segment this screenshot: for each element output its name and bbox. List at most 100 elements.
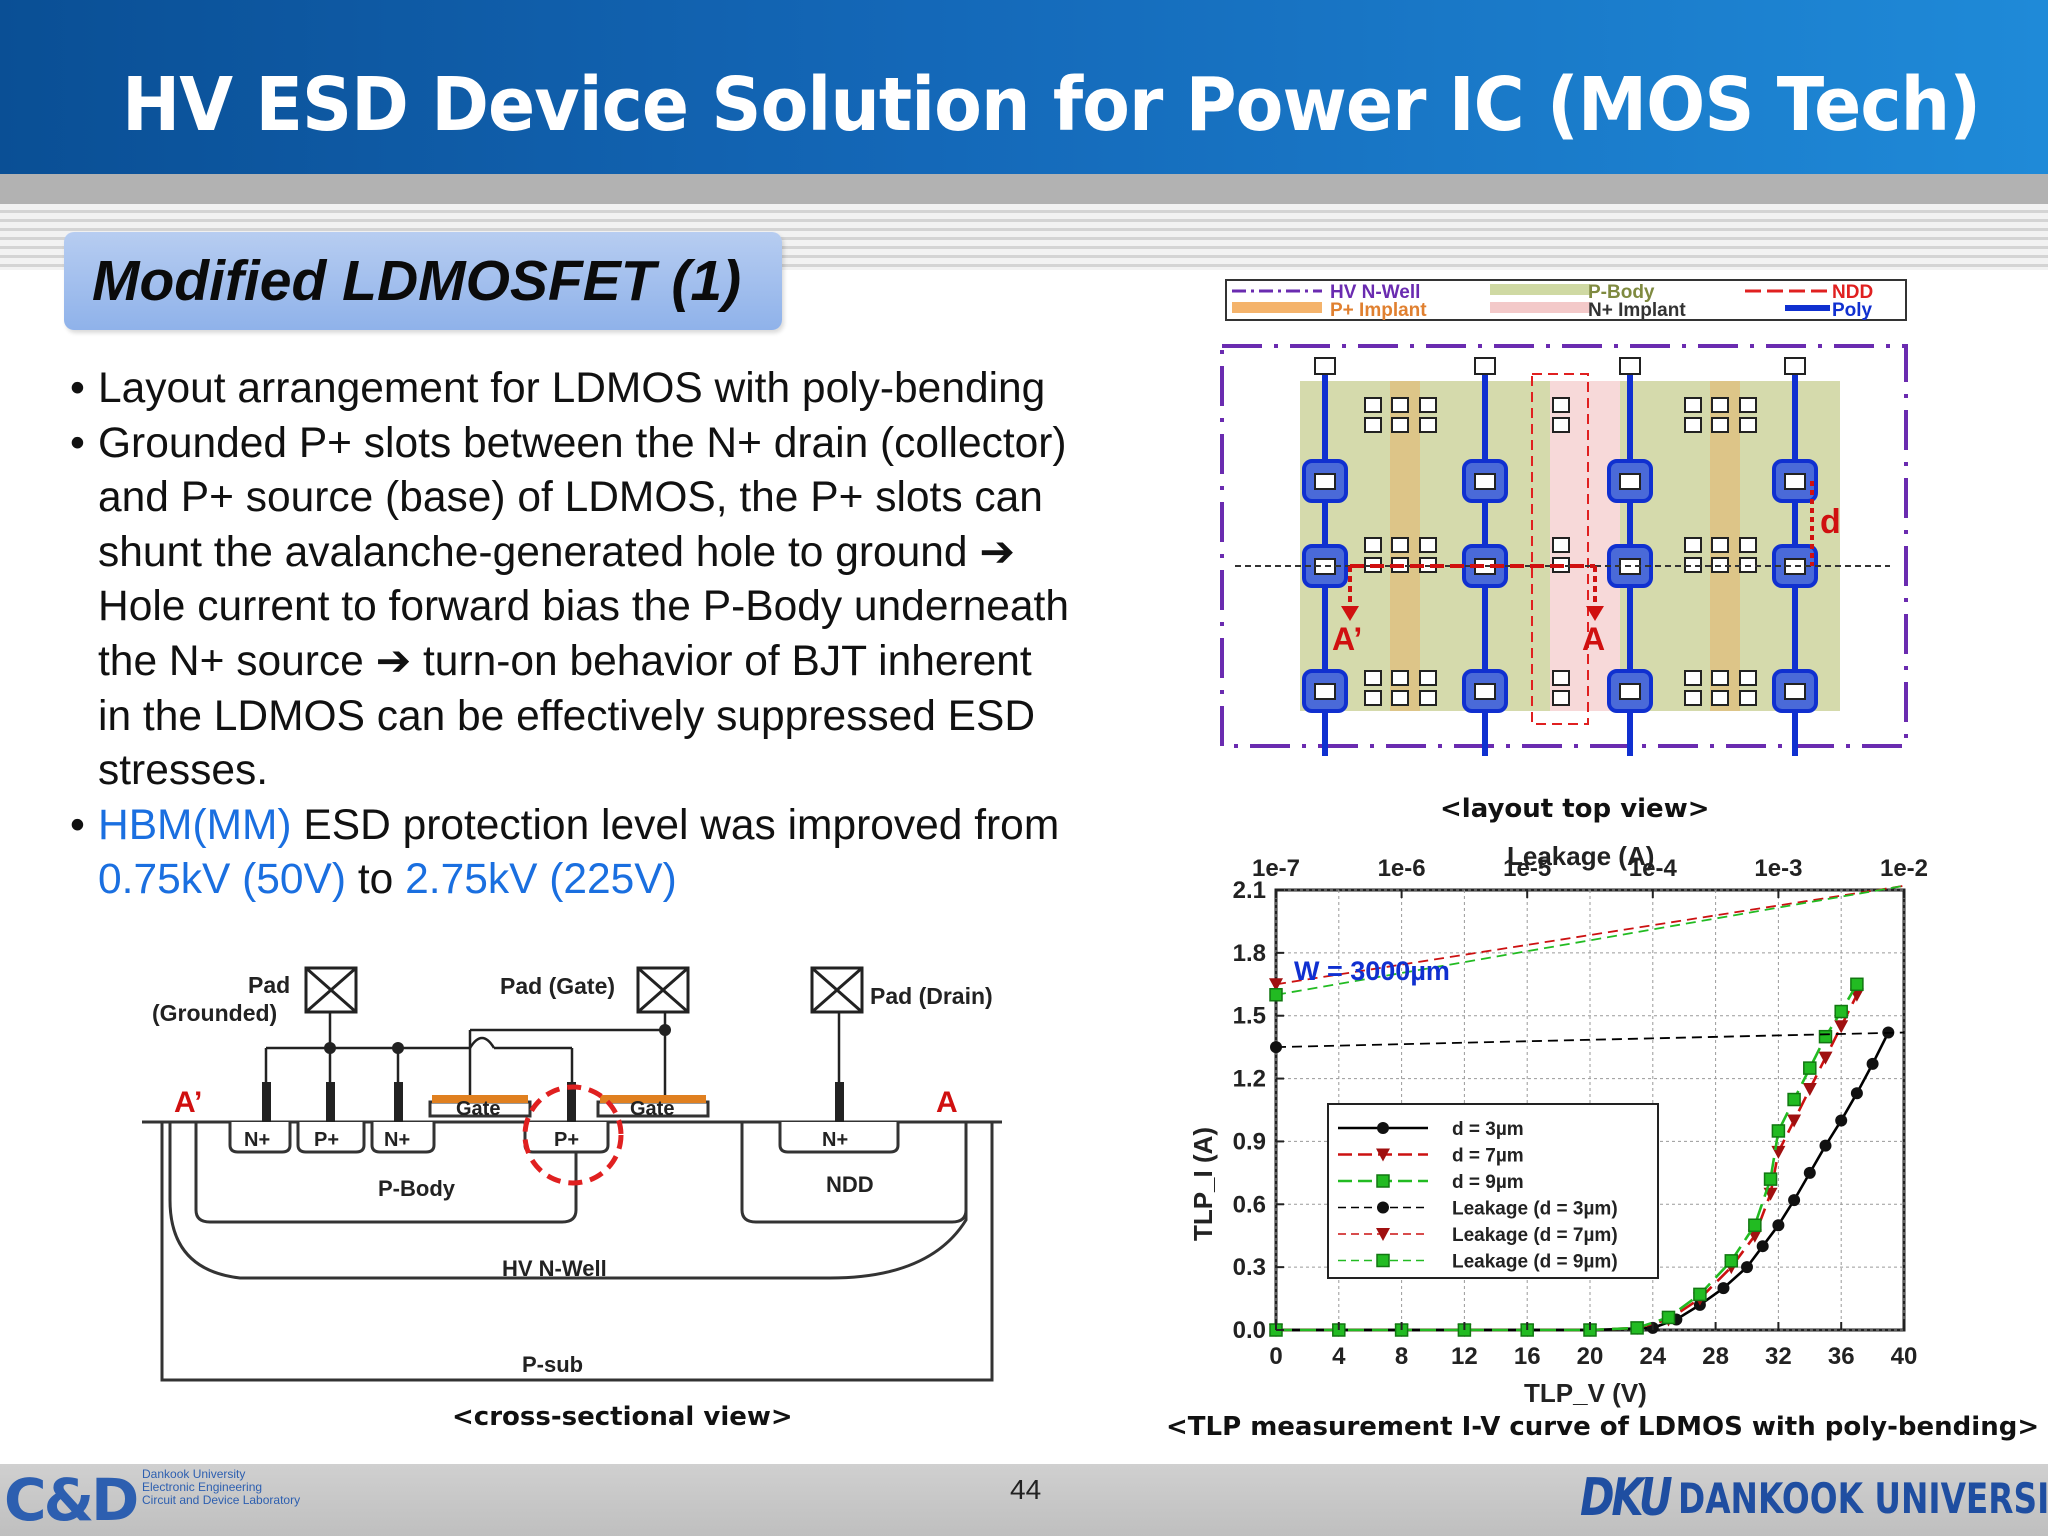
x-tick-label: 40 xyxy=(1891,1343,1918,1370)
lab-text: Dankook University Electronic Engineerin… xyxy=(142,1468,300,1507)
data-point xyxy=(1850,977,1864,992)
data-point xyxy=(1269,988,1283,1002)
data-point xyxy=(1270,1041,1282,1054)
x-axis-label: TLP_V (V) xyxy=(1524,1378,1647,1408)
y-tick-label: 0.3 xyxy=(1233,1254,1266,1281)
lab-line: Dankook University xyxy=(142,1467,246,1481)
lab-logo: C&D xyxy=(4,1466,139,1534)
label-a: A xyxy=(1582,621,1605,657)
hv-nwell-label: HV N-Well xyxy=(502,1256,607,1281)
pad-grounded-sub-label: (Grounded) xyxy=(152,1000,277,1026)
gate-label: Gate xyxy=(456,1098,500,1120)
data-point xyxy=(1819,1139,1832,1152)
legend-ndd: NDD xyxy=(1832,282,1873,303)
width-annotation: W = 3000µm xyxy=(1294,956,1450,986)
legend-p-implant: P+ Implant xyxy=(1330,300,1427,321)
data-point xyxy=(1835,1114,1848,1127)
data-point xyxy=(1771,1124,1786,1138)
data-point xyxy=(1818,1051,1833,1065)
layout-caption: <layout top view> xyxy=(1440,794,1710,824)
x-tick-label: 28 xyxy=(1702,1343,1729,1370)
lab-line: Circuit and Device Laboratory xyxy=(142,1493,301,1507)
data-point xyxy=(1788,1194,1801,1207)
data-point xyxy=(1818,1029,1833,1044)
x2-tick-label: 1e-2 xyxy=(1880,855,1928,882)
data-point xyxy=(1866,1057,1879,1070)
pad-grounded-label: Pad xyxy=(248,972,290,998)
p-plus-label: P+ xyxy=(314,1129,339,1151)
title-bar xyxy=(0,0,2048,174)
x-tick-label: 8 xyxy=(1395,1343,1408,1370)
y-tick-label: 1.8 xyxy=(1233,940,1266,967)
x2-tick-label: 1e-5 xyxy=(1503,855,1551,882)
data-point xyxy=(1772,1219,1785,1232)
data-point xyxy=(1269,978,1283,992)
label-d: d xyxy=(1820,503,1841,541)
bullet-line: the N+ source ➔ turn-on behavior of BJT … xyxy=(98,637,1032,685)
cross-section-view: Pad (Grounded) Pad (Gate) Pad (Drain) A’… xyxy=(142,966,1002,1382)
data-point xyxy=(1693,1287,1707,1302)
bullet-line: and P+ source (base) of LDMOS, the P+ sl… xyxy=(98,474,1043,522)
pad-drain-label: Pad (Drain) xyxy=(870,983,993,1009)
series-line xyxy=(1276,983,1859,1332)
top-axis-label: Leakage (A) xyxy=(1507,841,1654,871)
pad-gate-label: Pad (Gate) xyxy=(500,973,615,999)
data-point xyxy=(1787,1092,1801,1107)
bullet-line: Grounded P+ slots between the N+ drain (… xyxy=(98,419,1067,467)
data-point xyxy=(1802,1083,1817,1097)
data-point xyxy=(1741,1261,1753,1274)
n-plus-label: N+ xyxy=(384,1129,410,1151)
data-point xyxy=(1376,1174,1390,1188)
cross-a: A xyxy=(936,1086,958,1119)
level-from: 0.75kV (50V) xyxy=(98,856,347,904)
page-number: 44 xyxy=(1010,1474,1042,1505)
data-point xyxy=(1763,1172,1778,1186)
data-point xyxy=(1834,1004,1848,1019)
x-tick-label: 32 xyxy=(1765,1343,1792,1370)
series-line xyxy=(1275,1031,1905,1048)
x-tick-label: 16 xyxy=(1514,1343,1541,1370)
data-point xyxy=(1747,1229,1762,1243)
legend-label: Leakage (d = 3µm) xyxy=(1452,1199,1618,1220)
header-stripe-band xyxy=(0,174,2048,204)
hbm-term: HBM(MM) xyxy=(98,801,292,849)
level-to: 2.75kV (225V) xyxy=(405,856,677,904)
bullet-item: • Grounded P+ slots between the N+ drain… xyxy=(70,417,1170,799)
bullet-list: •Layout arrangement for LDMOS with poly-… xyxy=(70,362,1170,908)
bullet-line: in the LDMOS can be effectively suppress… xyxy=(98,692,1036,740)
y-tick-label: 0.9 xyxy=(1233,1128,1266,1155)
legend-p-body: P-Body xyxy=(1588,282,1655,303)
lab-line: Electronic Engineering xyxy=(142,1480,263,1494)
data-point xyxy=(1756,1240,1769,1253)
y-tick-label: 0.6 xyxy=(1233,1191,1266,1218)
data-point xyxy=(1376,1228,1390,1241)
y-axis-label: TLP_I (A) xyxy=(1188,1127,1218,1241)
data-point xyxy=(1803,1166,1816,1179)
legend-n-implant: N+ Implant xyxy=(1588,300,1686,321)
cross-a-prime: A’ xyxy=(174,1086,202,1119)
n-plus-label: N+ xyxy=(244,1129,270,1151)
data-point xyxy=(1376,1253,1390,1268)
slide-title: HV ESD Device Solution for Power IC (MOS… xyxy=(122,62,1981,148)
data-point xyxy=(1787,1114,1802,1128)
layout-top-view: HV N-Well P+ Implant P-Body N+ Implant N… xyxy=(1220,279,1908,756)
university-name: DANKOOK UNIVERSITY xyxy=(1678,1474,2048,1523)
subtitle-box xyxy=(64,232,782,330)
legend-label: Leakage (d = 9µm) xyxy=(1452,1252,1618,1273)
data-point xyxy=(1661,1310,1676,1325)
legend-poly: Poly xyxy=(1832,300,1873,321)
n-plus-label: N+ xyxy=(822,1129,848,1151)
footer-bar xyxy=(0,1464,2048,1536)
x-tick-label: 20 xyxy=(1577,1343,1604,1370)
data-point xyxy=(1850,1087,1863,1100)
bullet-line: Hole current to forward bias the P-Body … xyxy=(98,583,1069,631)
legend-label: d = 7µm xyxy=(1452,1146,1524,1167)
legend-label: d = 3µm xyxy=(1452,1119,1524,1140)
ndd-label: NDD xyxy=(826,1172,874,1197)
x2-tick-label: 1e-3 xyxy=(1754,855,1802,882)
data-point xyxy=(1377,1201,1389,1214)
series-line xyxy=(1275,884,1905,986)
x-tick-label: 36 xyxy=(1828,1343,1855,1370)
data-point xyxy=(1834,1020,1849,1034)
